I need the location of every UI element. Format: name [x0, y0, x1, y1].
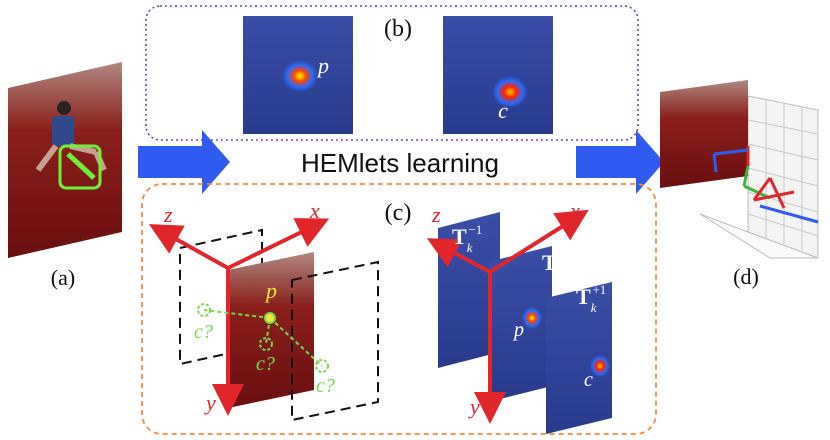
- slice-label-front: Tk+1: [576, 282, 606, 315]
- method-title: HEMlets learning: [301, 148, 499, 178]
- slice-point-p: p: [512, 319, 524, 341]
- heatmap-child-label: c: [498, 98, 508, 123]
- slice-point-c: c: [584, 369, 593, 391]
- panel-a: (a): [8, 62, 122, 290]
- query-node-2: [259, 337, 273, 351]
- panel-c-right: z x y Tk−1 Tk0 Tk+1 p c: [426, 198, 612, 434]
- point-parent-label: p: [264, 278, 277, 303]
- panel-d-label: (d): [733, 264, 759, 289]
- center-image: [228, 252, 314, 408]
- panel-b-label: (b): [384, 16, 412, 42]
- panel-c-left: z x y p c? c? c?: [149, 198, 379, 422]
- heatmap-parent-label: p: [316, 53, 329, 78]
- query-node-3: [315, 359, 329, 373]
- axis-x-right: x: [569, 198, 580, 223]
- output-image: [660, 80, 748, 188]
- slice-label-back: Tk−1: [452, 222, 482, 255]
- grid-floor: [699, 213, 819, 259]
- slice-label-middle: Tk0: [542, 248, 565, 281]
- arrow-left: [138, 130, 230, 194]
- slice-middle: [488, 246, 552, 402]
- child-query-2: c?: [256, 353, 275, 375]
- panel-d: (d): [660, 80, 819, 289]
- panel-c-label: (c): [385, 200, 412, 226]
- child-query-3: c?: [316, 375, 335, 397]
- arrow-right: [576, 130, 664, 194]
- joint-bbox: [58, 144, 102, 190]
- heatmap-child: c: [443, 16, 553, 134]
- axis-x-left: x: [309, 198, 320, 223]
- heatmap-parent: p: [243, 16, 353, 134]
- slice-front: [546, 282, 612, 434]
- axis-z-left: z: [163, 202, 173, 227]
- axis-z-right: z: [431, 202, 441, 227]
- child-query-1: c?: [194, 321, 213, 343]
- panel-a-label: (a): [51, 265, 75, 290]
- dashed-plane-right: [291, 260, 379, 422]
- query-node-1: [197, 303, 211, 317]
- joint-parent: [264, 312, 276, 324]
- skeleton-3d: [712, 146, 819, 224]
- input-image: [8, 62, 122, 258]
- axis-y-left: y: [204, 390, 216, 415]
- panel-b-frame: [145, 5, 639, 141]
- panel-c-frame: [141, 183, 657, 435]
- axis-y-right: y: [468, 394, 480, 419]
